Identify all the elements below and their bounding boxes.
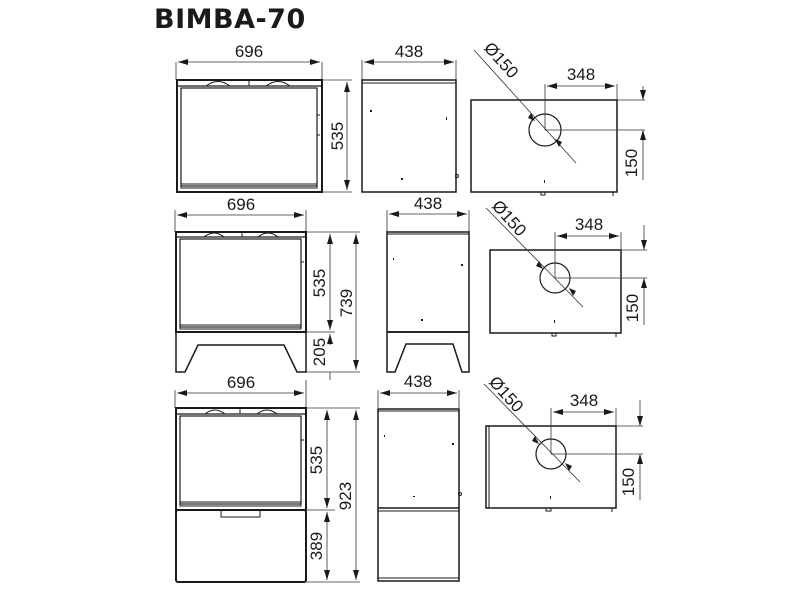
side-view-1: 438 [361, 42, 459, 193]
side-view-3: 438 [377, 372, 462, 582]
flue-offset-x-label: 348 [567, 65, 595, 84]
side-width-label: 438 [414, 194, 442, 213]
top-view-3: Ø150 348 150 [483, 373, 643, 512]
front-view-1: 696 535 [175, 42, 352, 193]
front-body-height-label: 535 [310, 269, 329, 297]
flue-offset-x-label: 348 [575, 215, 603, 234]
front-leg-height-label: 205 [310, 338, 329, 366]
flue-offset-y-label: 150 [619, 468, 638, 496]
flue-offset-x-label: 348 [570, 391, 598, 410]
front-total-height-label: 739 [337, 289, 356, 317]
row-2-legs-model: 696 535 739 205 438 [174, 194, 647, 380]
front-view-2: 696 535 739 205 [174, 195, 360, 380]
flue-diameter-label: Ø150 [485, 373, 527, 417]
flue-diameter-label: Ø150 [480, 39, 522, 83]
top-view-2: Ø150 348 150 [485, 197, 647, 337]
flue-offset-y-label: 150 [622, 149, 641, 177]
front-width-label: 696 [227, 373, 255, 392]
side-width-label: 438 [404, 372, 432, 391]
row-3-cabinet-model: 696 535 923 389 438 [174, 372, 643, 583]
flue-offset-y-label: 150 [623, 294, 642, 322]
front-total-height-label: 923 [336, 482, 355, 510]
side-view-2: 438 [386, 194, 470, 373]
front-view-3: 696 535 923 389 [174, 373, 360, 583]
front-width-label: 696 [235, 42, 263, 61]
side-width-label: 438 [395, 42, 423, 61]
top-view-1: Ø150 348 150 [470, 39, 646, 196]
front-width-label: 696 [227, 195, 255, 214]
front-body-height-label: 535 [307, 446, 326, 474]
row-1-base-model: 696 535 438 [175, 39, 646, 196]
flue-diameter-label: Ø150 [488, 197, 530, 241]
front-base-height-label: 389 [307, 532, 326, 560]
front-height-label: 535 [328, 122, 347, 150]
product-title: BIMBA-70 [154, 4, 306, 35]
